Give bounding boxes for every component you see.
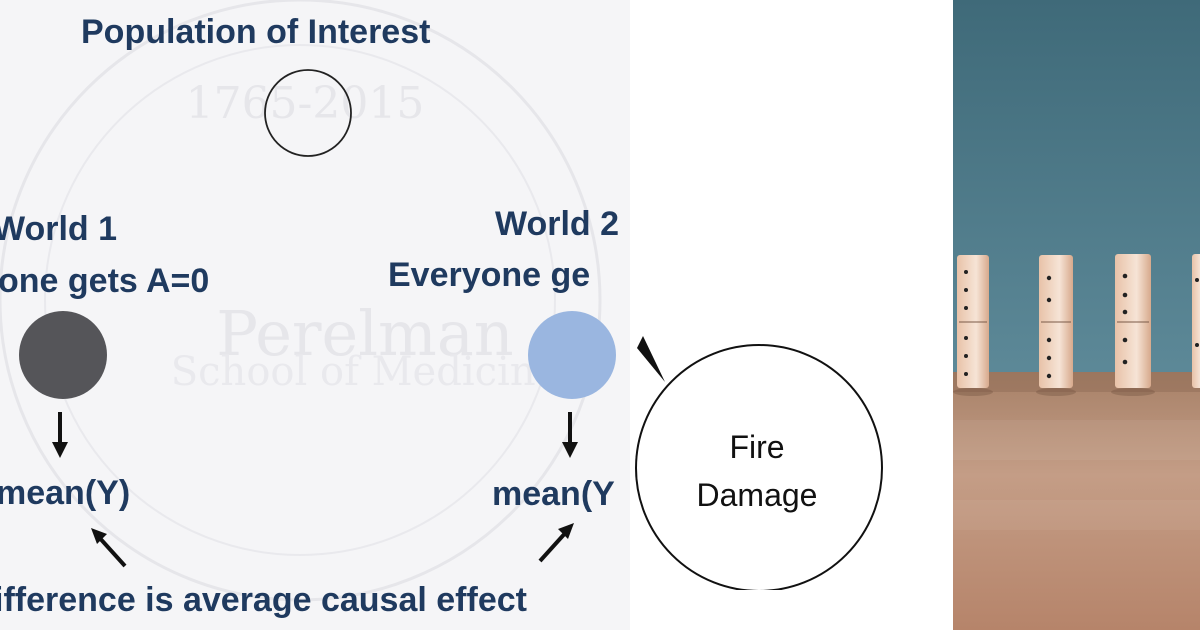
watermark-name: Perelman <box>216 297 513 370</box>
domino-piece <box>1115 254 1151 388</box>
world1-dot <box>19 311 107 399</box>
world1-heading: World 1 <box>0 210 118 248</box>
domino-piece <box>1192 254 1200 388</box>
world2-dot <box>528 311 616 399</box>
population-circle <box>264 69 352 157</box>
arrow-down-icon <box>52 412 68 458</box>
domino-piece <box>957 255 989 388</box>
arrow-up-left-icon <box>91 528 127 568</box>
watermark-years: 1765-2015 <box>186 78 425 129</box>
world1-outcome: mean(Y) <box>0 474 131 512</box>
seal-watermark: 1765-2015 Perelman School of Medicine <box>0 0 602 602</box>
fire-damage-callout: Fire Damage <box>635 336 883 590</box>
domino-photo <box>953 0 1200 630</box>
arrow-up-right-icon <box>538 523 574 563</box>
causal-effect-slide: 1765-2015 Perelman School of Medicine Po… <box>0 0 620 619</box>
callout-line-1: Fire <box>729 429 784 465</box>
slide-title: Population of Interest <box>81 13 431 51</box>
callout-line-2: Damage <box>697 477 818 513</box>
world2-outcome: mean(Y <box>492 475 615 513</box>
domino-piece <box>1039 255 1073 388</box>
slide-caption: ifference is average causal effect <box>0 581 527 619</box>
world2-subheading: Everyone ge <box>388 256 591 294</box>
arrow-down-icon <box>562 412 578 458</box>
watermark-school: School of Medicine <box>171 349 560 395</box>
world2-heading: World 2 <box>495 205 620 243</box>
world1-subheading: one gets A=0 <box>0 262 210 300</box>
